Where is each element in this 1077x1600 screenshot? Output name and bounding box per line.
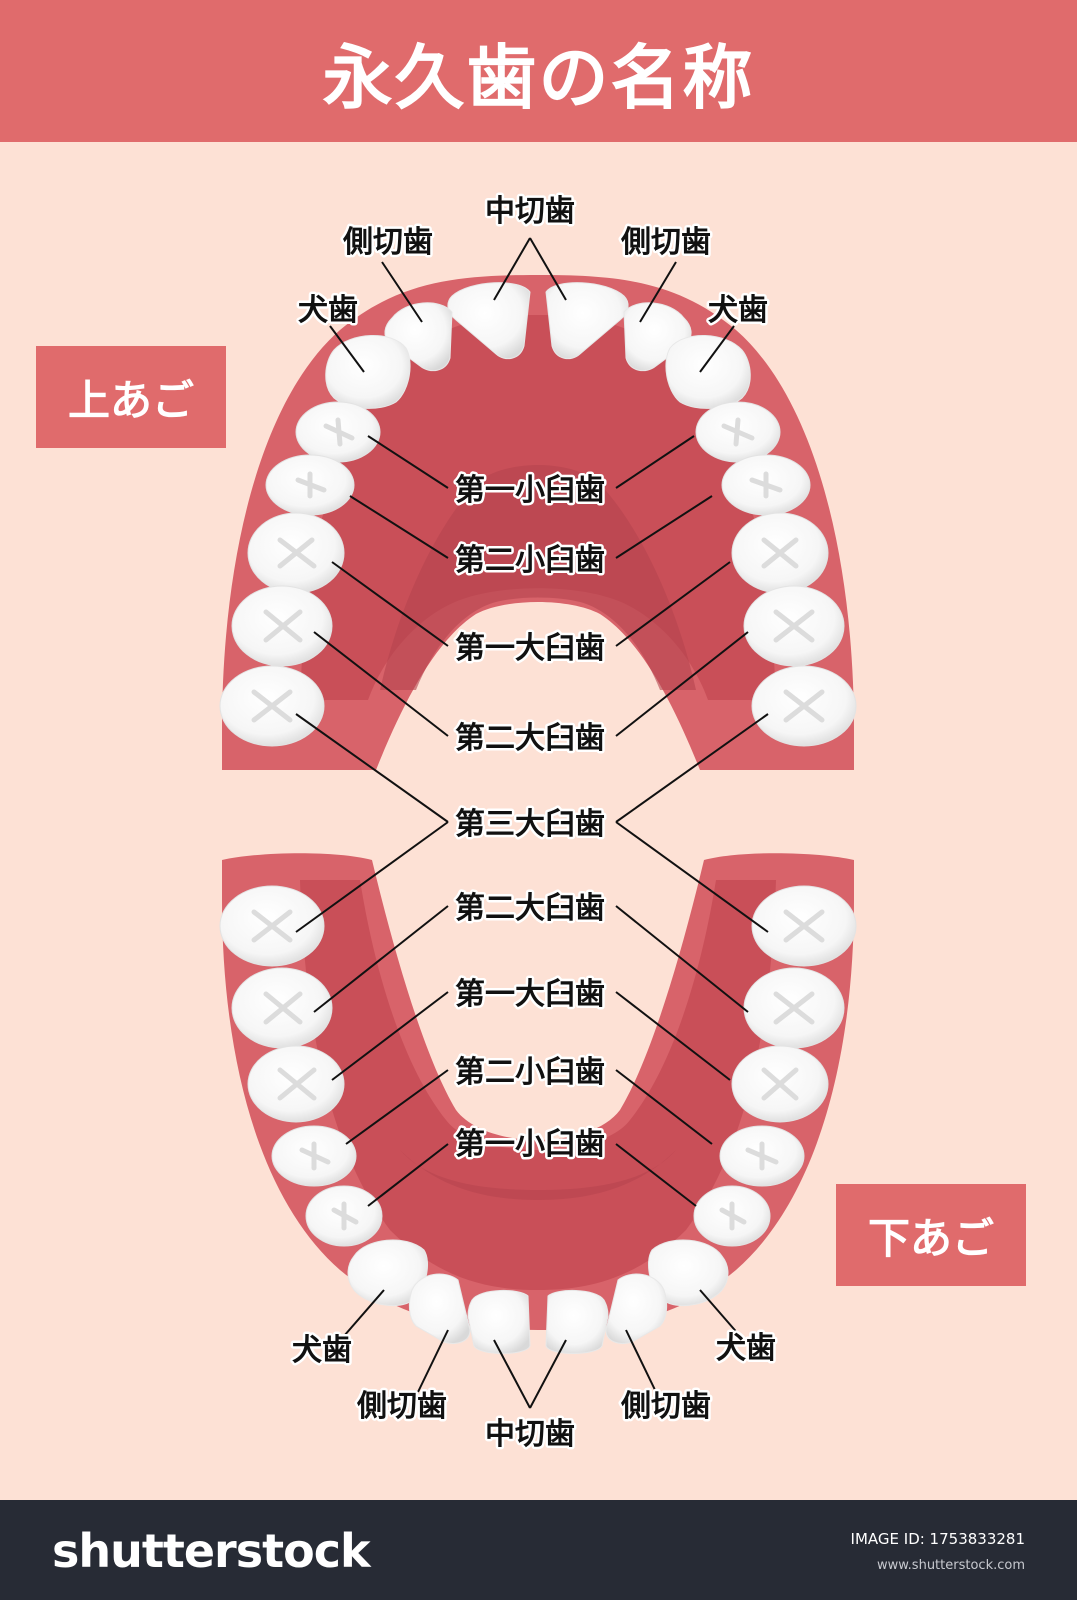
lower-floor	[300, 880, 776, 1290]
upper-lateral-incisor-left-label: 側切歯	[342, 225, 433, 260]
footer-bar: shutterstock IMAGE ID: 1753833281 www.sh…	[0, 1500, 1077, 1600]
teeth-diagram: 中切歯 側切歯 側切歯 犬歯 犬歯 第一小臼歯 第二小臼歯 第一大臼歯 第二大臼…	[219, 192, 857, 1455]
title-banner: 永久歯の名称	[0, 0, 1077, 142]
lower-lateral-incisor-left-label: 側切歯	[356, 1389, 447, 1424]
page-title: 永久歯の名称	[322, 37, 755, 119]
upper-first-premolar-label: 第一小臼歯	[455, 473, 605, 508]
lower-first-premolar-label: 第一小臼歯	[455, 1127, 605, 1162]
upper-central-incisor-label: 中切歯	[485, 194, 575, 229]
third-molar-label: 第三大臼歯	[455, 807, 605, 842]
lower-lateral-incisor-right	[605, 1273, 668, 1344]
lower-lateral-incisor-right-label: 側切歯	[620, 1389, 711, 1424]
lower-canine-right-label: 犬歯	[716, 1331, 776, 1366]
upper-canine-right-label: 犬歯	[708, 293, 768, 328]
lower-second-molar-label: 第二大臼歯	[455, 891, 605, 926]
lower-lateral-incisor-left	[408, 1273, 471, 1344]
brand-logo: shutterstock	[52, 1524, 371, 1578]
lower-second-premolar-label: 第二小臼歯	[455, 1055, 605, 1090]
lower-canine-left-label: 犬歯	[292, 1333, 352, 1368]
upper-lateral-incisor-left	[384, 302, 453, 372]
upper-canine-right	[665, 335, 751, 409]
lower-teeth	[219, 885, 857, 1354]
upper-canine-left-label: 犬歯	[298, 293, 358, 328]
lower-jaw-badge: 下あご	[836, 1184, 1026, 1286]
upper-second-molar-label: 第二大臼歯	[455, 721, 605, 756]
upper-jaw-badge: 上あご	[36, 346, 226, 448]
lower-central-incisor-right	[545, 1289, 609, 1354]
upper-palate-shadow	[380, 465, 696, 690]
upper-canine-left	[325, 335, 411, 409]
upper-molar-grooves	[251, 417, 825, 723]
lower-central-incisor-label: 中切歯	[485, 1417, 575, 1452]
upper-first-molar-label: 第一大臼歯	[455, 631, 605, 666]
leader-lines	[295, 237, 769, 1409]
image-id: IMAGE ID: 1753833281	[850, 1530, 1025, 1548]
lower-first-molar-label: 第一大臼歯	[455, 977, 605, 1012]
lower-molar-grooves	[251, 909, 825, 1231]
upper-teeth	[219, 282, 857, 747]
lower-central-incisor-left	[467, 1289, 531, 1354]
upper-lateral-incisor-right-label: 側切歯	[620, 225, 711, 260]
upper-second-premolar-label: 第二小臼歯	[455, 543, 605, 578]
lower-floor-shadow	[400, 1150, 676, 1200]
site-url: www.shutterstock.com	[876, 1558, 1025, 1573]
